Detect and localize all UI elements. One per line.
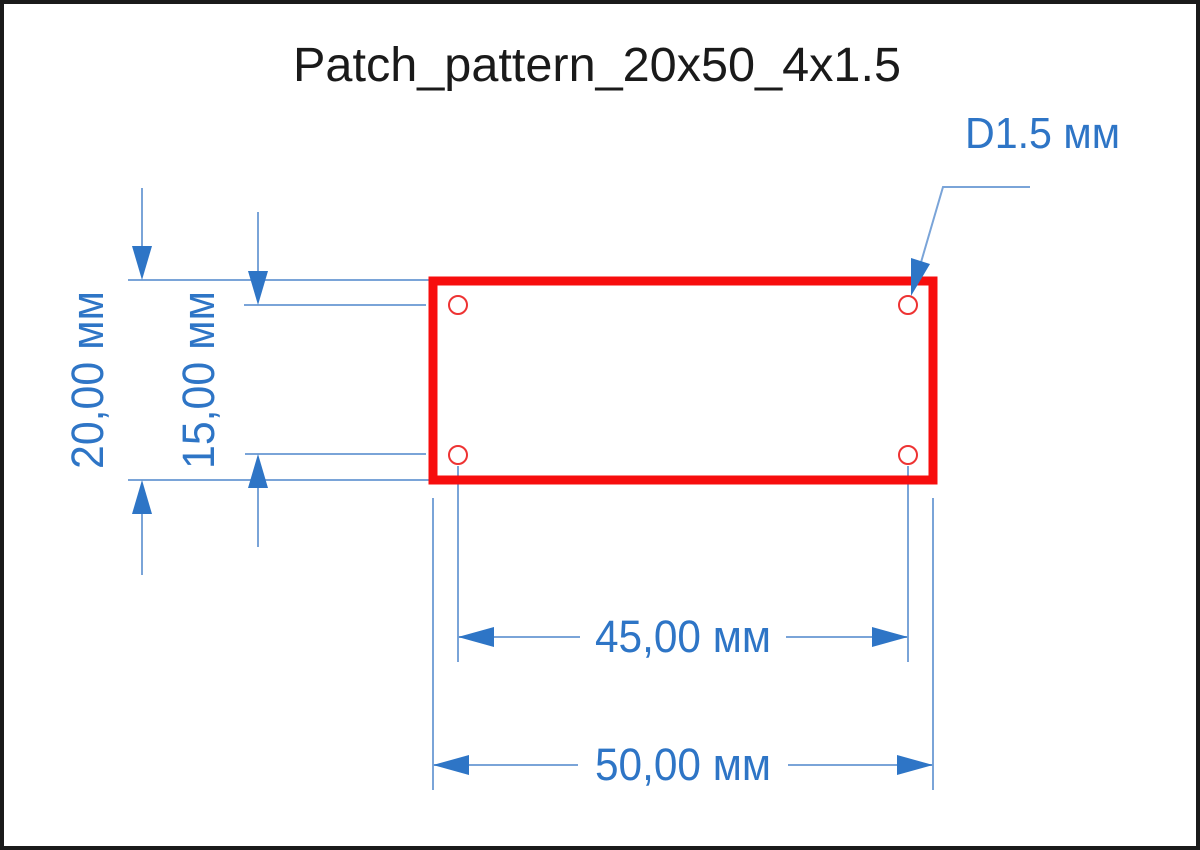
drawing-title: Patch_pattern_20x50_4x1.5 xyxy=(293,39,901,92)
hole-bottom-right xyxy=(898,445,918,465)
mounting-holes xyxy=(448,295,918,465)
callout-leader-line xyxy=(916,186,1030,277)
arrow-left-45mm-icon xyxy=(458,627,494,647)
arrow-right-45mm-icon xyxy=(872,627,908,647)
dimension-lines xyxy=(128,186,1030,790)
callout-label-hole-diameter: D1.5 мм xyxy=(965,109,1120,158)
dim-label-15mm: 15,00 мм xyxy=(173,291,224,469)
arrow-down-20mm-icon xyxy=(132,246,152,280)
hole-top-right xyxy=(898,295,918,315)
dim-label-20mm: 20,00 мм xyxy=(62,291,113,469)
dim-label-45mm: 45,00 мм xyxy=(595,611,771,662)
arrow-right-50mm-icon xyxy=(897,755,933,775)
dimension-arrows xyxy=(132,246,933,775)
hole-top-left xyxy=(448,295,468,315)
patch-outline xyxy=(428,276,938,485)
arrow-up-20mm-icon xyxy=(132,480,152,514)
dim-label-50mm: 50,00 мм xyxy=(595,739,771,790)
arrow-leader-callout-icon xyxy=(911,258,930,296)
hole-bottom-left xyxy=(448,445,468,465)
arrow-left-50mm-icon xyxy=(433,755,469,775)
arrow-up-15mm-icon xyxy=(248,454,268,488)
arrow-down-15mm-icon xyxy=(248,271,268,305)
